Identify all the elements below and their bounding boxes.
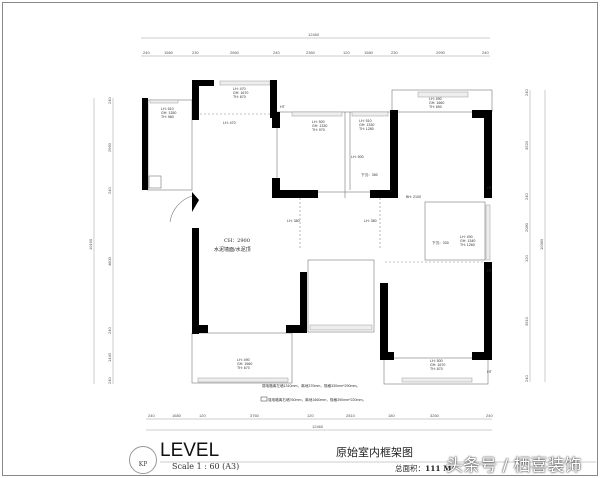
- opening-label: LH: 500: [351, 155, 364, 159]
- dim: 3260: [430, 413, 440, 418]
- top-dimension-chain: 12460 240 1560 230 2660 240 2360 120 158…: [141, 32, 490, 57]
- weak-box-note: 弱电箱离左墙1310mm，离地370mm，规格330mm*290mm。: [262, 383, 360, 388]
- window-label: GH: 1670: [430, 363, 445, 367]
- window-label: TH: 670: [237, 366, 250, 370]
- kp-label: KP: [138, 461, 148, 468]
- window-label: GH: 1350: [161, 111, 176, 115]
- dim: 2660: [230, 50, 240, 55]
- area-value: 111 M²: [425, 464, 455, 473]
- window-label: LH: 500: [430, 359, 443, 363]
- finish-label: 水泥墙面/水泥顶: [214, 246, 251, 253]
- ht-label: HT: [280, 105, 286, 109]
- window-label: TH: 960: [161, 115, 174, 119]
- window-label: LH: 490: [429, 97, 442, 101]
- strong-box-note: 强电箱离右墙760mm，离地1660mm，规格390mm*220mm。: [268, 397, 366, 402]
- dim: 4800: [107, 256, 112, 266]
- dim: 2080: [524, 222, 529, 232]
- left-dimension-chain: 10160 240 2960 240 4800 240 1440 240: [88, 97, 114, 384]
- scale-text: Scale 1 : 60 (A3): [172, 462, 240, 471]
- load-bearing-walls: [142, 80, 492, 360]
- dim: 240: [486, 413, 493, 418]
- dim: 1440: [107, 352, 112, 362]
- beam-label: 下沉：350: [361, 172, 378, 177]
- dim: 2960: [107, 142, 112, 152]
- drawing-title: 原始室内框架图: [336, 446, 413, 459]
- window-label: GH: 1660: [237, 362, 252, 366]
- area-label: 总面积：: [395, 464, 425, 473]
- ht-label: HT: [487, 269, 493, 273]
- window-label: TH: 690: [429, 105, 442, 109]
- dim: 2990: [436, 50, 446, 55]
- dim: 240: [107, 187, 112, 194]
- window-label: GH: 1330: [359, 123, 374, 127]
- opening-label: LH: 380: [287, 219, 300, 223]
- window-label: LH: 490: [237, 358, 250, 362]
- dim: 3910: [524, 316, 529, 326]
- dim: 3520: [524, 140, 529, 150]
- bottom-dimension-chain: 240 1680 120 3760 120 2810 180 3260 240 …: [146, 413, 493, 431]
- dim: 240: [148, 413, 155, 418]
- opening-label: LH: 470: [223, 121, 236, 125]
- top-total-dim: 12460: [308, 32, 320, 37]
- window-label: TH: 1260: [460, 243, 475, 247]
- watermark: 头条号 / 栖喜装饰: [446, 456, 582, 476]
- dim: 180: [388, 413, 395, 418]
- window-label: GH: 1340: [460, 239, 475, 243]
- dim: 230: [391, 50, 398, 55]
- beam-label: 下沉：330: [432, 240, 449, 245]
- window-label: LH: 490: [460, 235, 473, 239]
- window-label: GH: 1330: [312, 124, 327, 128]
- beam-height-label: BH: 2100: [406, 195, 421, 199]
- window-label: LH: 470: [233, 87, 246, 91]
- dim: 3760: [250, 413, 260, 418]
- dim: 1580: [364, 50, 374, 55]
- dim: 240: [273, 50, 280, 55]
- dim: 120: [343, 50, 350, 55]
- kp-compass-symbol: KP: [129, 446, 157, 474]
- total-area: 总面积：111 M²: [395, 463, 455, 474]
- dim: 120: [199, 413, 206, 418]
- dim: 240: [524, 375, 529, 382]
- right-total-dim: 10380: [539, 238, 544, 250]
- level-heading: LEVEL: [160, 440, 220, 461]
- dim: 240: [107, 327, 112, 334]
- window-label: GH: 1670: [233, 91, 248, 95]
- window-label: LH: 500: [312, 120, 325, 124]
- dim: 240: [524, 193, 529, 200]
- window-label: TH: 970: [312, 128, 325, 132]
- ceiling-height-label: CH：2900: [224, 238, 250, 244]
- opening-label: LH: 380: [364, 219, 377, 223]
- dim: 230: [192, 50, 199, 55]
- dim: 240: [524, 89, 529, 96]
- dim: 240: [482, 50, 489, 55]
- left-total-dim: 10160: [88, 238, 93, 250]
- dim: 240: [107, 97, 112, 104]
- room-annotations: LH: 470 LH: 500 LH: 380 LH: 380 下沉：350 下…: [214, 105, 493, 374]
- dim: 1680: [172, 413, 182, 418]
- window-label: TH: 1280: [359, 127, 374, 131]
- right-dimension-chain: 10380 240 3520 240 2080 120 3910 240: [524, 89, 546, 382]
- window-label: LH: 510: [359, 119, 372, 123]
- window-label: LH: 510: [161, 107, 174, 111]
- ht-label: HT: [487, 186, 493, 190]
- dim: 120: [307, 413, 314, 418]
- ht-label: HT: [487, 370, 493, 374]
- notes: 弱电箱离左墙1310mm，离地370mm，规格330mm*290mm。 强电箱离…: [260, 383, 366, 402]
- dim: 1560: [164, 50, 174, 55]
- dim: 2810: [346, 413, 356, 418]
- dim: 120: [524, 255, 529, 262]
- dim: 2360: [306, 50, 316, 55]
- dim: 240: [107, 377, 112, 384]
- window-label: TH: 670: [233, 95, 246, 99]
- bottom-total-dim: 12460: [312, 424, 324, 429]
- window-label: GH: 1660: [429, 101, 444, 105]
- dim: 240: [143, 50, 150, 55]
- window-labels: LH: 470 GH: 1670 TH: 670 LH: 510 GH: 135…: [161, 87, 475, 371]
- window-label: TH: 670: [430, 367, 443, 371]
